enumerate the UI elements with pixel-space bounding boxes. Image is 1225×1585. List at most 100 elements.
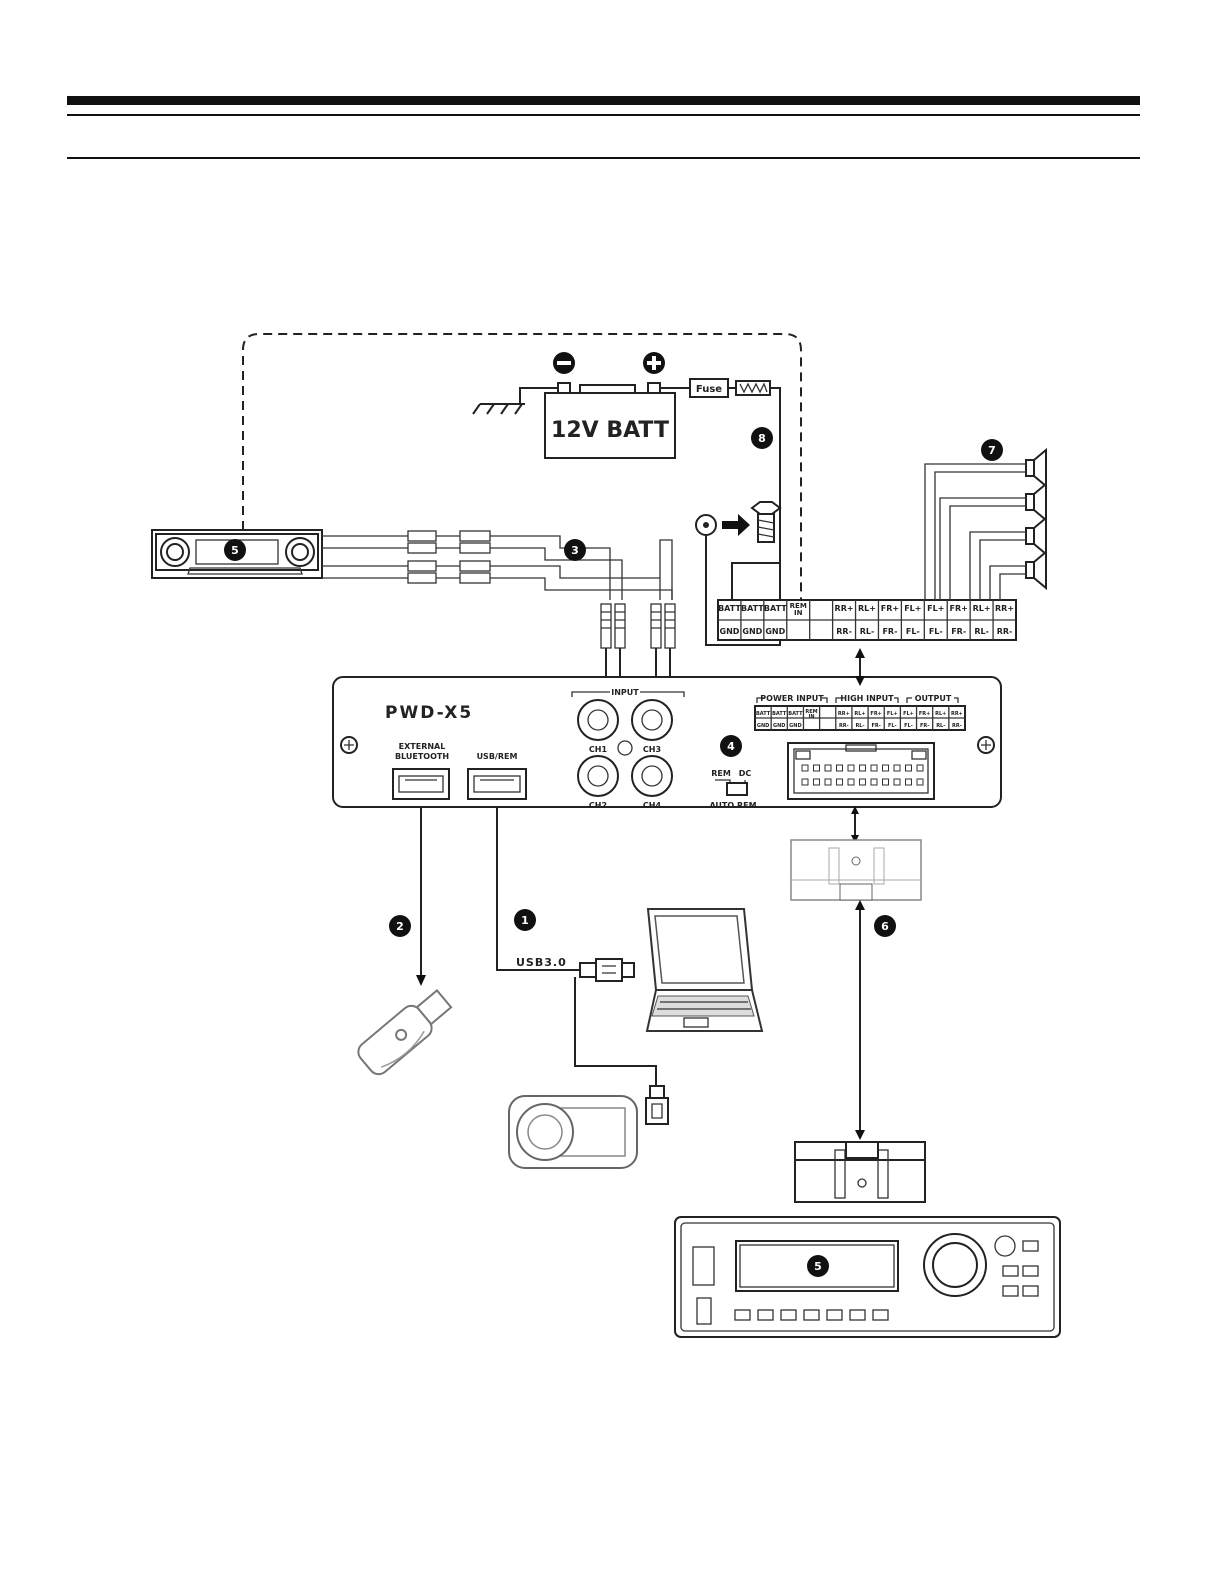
rca-plug-vertical [650, 603, 662, 649]
connector-pin [916, 778, 924, 786]
head-unit-button [757, 1309, 774, 1321]
amp-strip-top-label: RL+ [935, 711, 946, 717]
amp-strip-bottom-label: FR- [871, 723, 880, 729]
terminal-top-label: RL+ [858, 604, 876, 613]
group-output: OUTPUT [915, 694, 952, 703]
chassis-bolt [695, 501, 782, 640]
terminal-top-label: BATT [764, 604, 787, 613]
terminal-bottom-label: RR- [836, 627, 852, 636]
ground-symbol [472, 387, 558, 415]
rca-wire [490, 547, 623, 600]
usb-rem-port[interactable] [467, 768, 527, 800]
terminal-bottom-label: FR- [951, 627, 966, 636]
group-power-input: POWER INPUT [760, 694, 824, 703]
terminal-top-label: FL+ [927, 604, 944, 613]
usb-label: USB3.0 [516, 956, 567, 969]
amp-strip-top-label: IN [809, 714, 815, 720]
terminal-top-label: RL+ [973, 604, 991, 613]
svg-text:5: 5 [814, 1260, 822, 1273]
remote-dashed-line [242, 333, 802, 610]
rca-wire [659, 539, 673, 600]
rca-plug [407, 530, 437, 542]
battery-label: 12V BATT [551, 418, 669, 443]
badge-1 [514, 909, 536, 931]
head-unit-bottom: 5 [674, 1216, 1061, 1338]
connector-pin [893, 764, 901, 772]
laptop [645, 908, 764, 1032]
speaker-magnet [1025, 561, 1035, 579]
head-unit-top: 5 [151, 529, 323, 579]
rca-plug-vertical [600, 603, 612, 649]
battery: 12V BATT [544, 352, 676, 459]
badge-2 [389, 915, 411, 937]
svg-text:6: 6 [881, 920, 889, 933]
connector-pin [801, 778, 809, 786]
ch3-label: CH3 [643, 745, 661, 754]
amp-strip-top-label: FL+ [903, 711, 914, 717]
bluetooth-dongle: 2 [357, 808, 453, 1076]
port-label-usb: USB/REM [477, 752, 518, 761]
input-title: INPUT [611, 688, 639, 697]
amp-strip-top-label: RR+ [951, 711, 963, 717]
amp-strip-top-label: RL+ [854, 711, 865, 717]
usb-cable: 1 USB3.0 [496, 808, 669, 1125]
svg-text:2: 2 [396, 920, 404, 933]
connector-pin [859, 764, 866, 772]
rem-switch[interactable]: 4 REM DC AUTO REM [709, 735, 757, 810]
switch-auto-rem-label: AUTO REM [709, 801, 756, 810]
terminal-top-label: IN [794, 609, 803, 617]
speaker-cone [1033, 447, 1047, 489]
head-unit-button [849, 1309, 866, 1321]
terminal-bottom-label: GND [720, 627, 740, 636]
amplifier: PWD-X5 EXTERNAL BLUETOOTH USB/REM INPUT … [332, 676, 1002, 810]
connector-pin [824, 764, 832, 772]
speaker-wire [979, 539, 1026, 600]
terminal-bottom-label: GND [765, 627, 785, 636]
switch-dc-label: DC [739, 769, 752, 778]
amp-strip-top-label: FR+ [870, 711, 881, 717]
connector-pin [893, 778, 901, 786]
rca-input-panel: INPUT CH1 CH3 CH2 CH4 [571, 685, 685, 810]
amp-strip-bottom-label: RR- [839, 723, 849, 729]
connector-pin [813, 764, 820, 772]
terminal-top-label: FL+ [904, 604, 921, 613]
terminal-top-label: REM [790, 602, 807, 610]
rca-plug [459, 542, 491, 554]
harness-adapter-top [790, 806, 922, 901]
rca-plug [459, 560, 491, 572]
amp-strip-bottom-label: GND [789, 723, 801, 729]
header-thick-rule [67, 96, 1140, 105]
terminal-bottom-label: RL- [974, 627, 989, 636]
badge-8 [751, 427, 773, 449]
speaker-wire [934, 471, 1026, 600]
connector-pin [882, 778, 889, 786]
badge-4 [720, 735, 742, 757]
amp-strip-top-label: RR+ [838, 711, 850, 717]
rca-wire [490, 535, 611, 600]
ch2-label: CH2 [589, 801, 607, 810]
connector-pin [824, 778, 832, 786]
rca-wire [490, 577, 673, 600]
connector-pin [836, 778, 843, 786]
rca-plug-vertical [614, 603, 626, 649]
terminal-bottom-label: FL- [906, 627, 920, 636]
terminal-top-label: FR+ [950, 604, 968, 613]
rca-plug-ridges [615, 611, 625, 629]
rca-plug [459, 530, 491, 542]
bluetooth-port[interactable] [392, 768, 450, 800]
terminal-bottom-label: GND [742, 627, 762, 636]
terminal-top-label: BATT [741, 604, 764, 613]
terminal-bottom-label: FL- [929, 627, 943, 636]
rca-plug-ridges [665, 611, 675, 629]
speaker-wire [969, 531, 1026, 600]
subwoofer-enclosure [508, 1095, 638, 1169]
connector-pin [847, 778, 855, 786]
amp-strip-bottom-label: GND [757, 723, 769, 729]
terminal-top-label: RR+ [995, 604, 1014, 613]
connector-pin [813, 778, 820, 786]
speaker-wire [924, 463, 1026, 600]
connector-pin [859, 778, 866, 786]
head-unit-button [780, 1309, 797, 1321]
rca-plug [407, 560, 437, 572]
